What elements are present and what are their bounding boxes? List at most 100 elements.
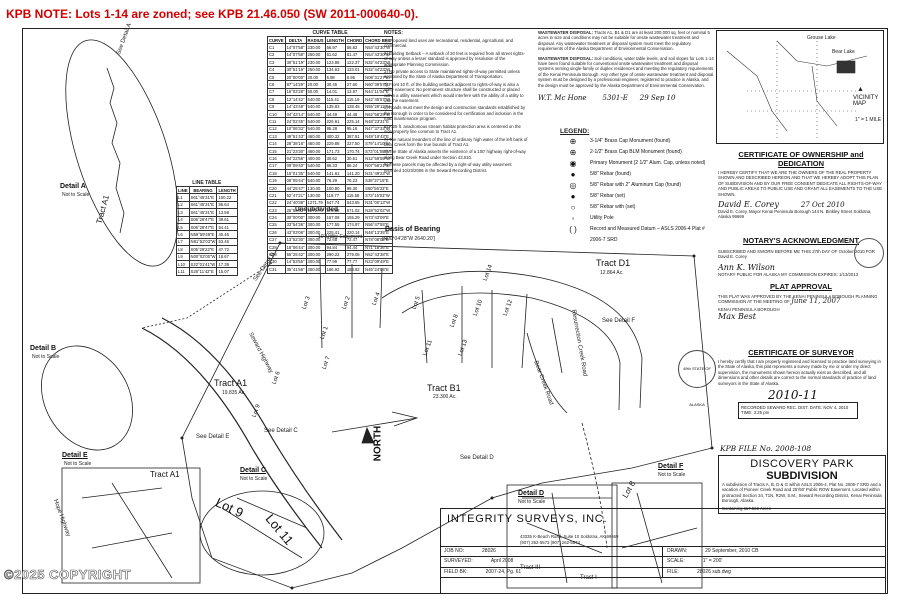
line-table-cell: S61°45'31"E <box>188 200 218 210</box>
curve-table-cell: 183.92 <box>344 265 365 274</box>
note-item: 9) These parcels may be affected by a ri… <box>384 162 512 173</box>
note-item: 2) Building Setback – A setback of 20 fe… <box>384 50 525 67</box>
curve-table-cell: 177.55 <box>324 220 346 230</box>
title-block: KPB FILE No. 2008-108 DISCOVERY PARK SUB… <box>718 444 886 515</box>
legend-item: ●5/8" Rebar (set) <box>560 191 710 202</box>
see-detail-e: See Detail E <box>196 434 230 440</box>
curve-table-cell: C25 <box>267 220 286 230</box>
line-table-cell: S61°45'31"E <box>188 193 218 202</box>
curve-table-cell: C31 <box>267 265 286 274</box>
curve-table-cell: 540.00 <box>305 102 326 111</box>
curve-table-cell: 44°25'47" <box>284 183 307 193</box>
curve-table-cell: 227.50 <box>344 139 365 148</box>
line-table-cell: 40.46 <box>216 230 238 239</box>
vicinity-scale: 1" = 1 MILE <box>855 117 882 123</box>
detail-e-sub: Not to Scale <box>64 461 92 467</box>
detail-f-title: Detail F <box>658 463 684 470</box>
curve-table-cell: C6 <box>267 80 286 89</box>
detail-e-title: Detail E <box>62 452 88 459</box>
curve-table-cell: 44.49 <box>324 109 346 119</box>
curve-table-cell: 49°51'43" <box>284 132 307 141</box>
curve-table-cell: 155.29 <box>344 213 365 222</box>
see-detail-f: See Detail F <box>602 318 636 324</box>
line-table-cell: 47.72 <box>216 245 238 254</box>
curve-table-cell: 130.00 <box>305 183 326 193</box>
curve-table-cell: C11 <box>267 117 286 126</box>
curve-table-cell: 50.00 <box>305 87 326 97</box>
curve-table-cell: 141.20 <box>344 169 365 178</box>
company-name: INTEGRITY SURVEYS, INC. <box>447 513 608 525</box>
line-table-header: BEARING <box>188 185 218 195</box>
curve-table-cell: C26 <box>267 228 286 237</box>
curve-table-cell: 540.00 <box>305 117 326 126</box>
curve-table-cell: C10 <box>267 109 286 119</box>
curve-table-header: DELTA <box>284 35 307 45</box>
legend-item: ⊕2-1/2" Brass Cap BLM Monument (found) <box>560 147 710 158</box>
curve-table-cell: 540.00 <box>305 95 326 104</box>
curve-table-cell: 300.00 <box>305 242 326 252</box>
curve-table-cell: 130.00 <box>305 191 326 200</box>
tract-a1-label: Tract A1 <box>214 378 248 388</box>
notary-block: NOTARY'S ACKNOWLEDGMENT SUBSCRIBED AND S… <box>718 236 884 277</box>
detail-c-title: Detail C <box>240 467 267 474</box>
curve-table-cell: 04°43'14" <box>284 109 307 119</box>
legend-symbol-icon: ◎ <box>569 180 577 190</box>
vicinity-place-2: Bear Lake <box>832 49 855 55</box>
line-table-cell: 53.46 <box>216 237 238 247</box>
detail-d-sub: Not to Scale <box>518 499 546 505</box>
curve-table-cell: 12°14'42" <box>284 95 307 104</box>
legend-item: ⊕3-1/4" Brass Cap Monument (found) <box>560 136 710 147</box>
wastewater-text: Tracts A1, B1 & D1 are at least 200,000 … <box>538 30 710 52</box>
line-table-cell: S06°28'47"E <box>188 222 218 232</box>
curve-table-cell: 230.00 <box>305 58 326 67</box>
curve-table-cell: 540.00 <box>305 161 326 171</box>
legend-symbol-icon: ○ <box>570 202 576 212</box>
curve-table-cell: 86.33 <box>324 161 346 171</box>
line-table-title: LINE TABLE <box>192 180 222 186</box>
line-table-cell: L1 <box>176 193 190 202</box>
creek-road <box>581 422 608 549</box>
surveyor-block: CERTIFICATE OF SURVEYOR I hereby certify… <box>678 348 884 419</box>
curve-table-cell: 87°14'29" <box>284 80 307 89</box>
wastewater-title-2: WASTEWATER DISPOSAL: <box>538 55 594 61</box>
curve-table-cell: 24°02'45" <box>284 117 307 126</box>
curve-table-cell: C13 <box>267 132 286 141</box>
job-field-key: JOB NO: <box>444 548 465 554</box>
detail-b-title: Detail B <box>30 345 57 352</box>
curve-table-cell: 13°52'30" <box>284 235 307 244</box>
curve-table-cell: 20.00 <box>305 80 326 89</box>
north-symbol: ▲ <box>857 86 864 93</box>
curve-table-cell: S38°37'15"E <box>363 176 393 185</box>
curve-table-cell: 30°51'19" <box>284 65 307 74</box>
legend-text: Record and Measured Datum – ASLS 2006-4 … <box>590 225 705 243</box>
line-table-cell: 39.61 <box>216 215 238 224</box>
curve-table-cell: C1 <box>267 43 286 52</box>
line-table-cell: S22°01'41"W <box>188 259 218 269</box>
curve-table-cell: 279.05 <box>344 250 365 259</box>
unsubdivided-label: Unsubdivided <box>295 206 338 213</box>
curve-table-cell: 225.14 <box>344 117 365 126</box>
line-table-cell: N59°59'49"E <box>188 230 218 239</box>
curve-table-cell: N73°43'09"E <box>363 213 393 222</box>
top-note-bar: KPB NOTE: Lots 1-14 are zoned; see KPB 2… <box>0 0 900 28</box>
notary-title: NOTARY'S ACKNOWLEDGMENT <box>742 236 860 245</box>
line-table-cell: L3 <box>176 208 190 217</box>
line-table-cell: N81°52'03"W <box>188 237 218 247</box>
curve-table-cell: C21 <box>267 191 286 200</box>
detail-c-sub: Not to Scale <box>240 476 268 482</box>
line-table-cell: L4 <box>176 215 190 224</box>
north-arrow-line <box>331 411 419 433</box>
subdivision-desc: A subdivision of Tracts A, B, D & G with… <box>722 482 882 504</box>
line-table-cell: S05°28'22"E <box>188 245 218 254</box>
engineer-signature: W.T. Mc Hone <box>538 94 587 103</box>
curve-table-cell: 138.83 <box>324 102 346 111</box>
curve-table-cell: 30.61 <box>344 154 365 163</box>
curve-table-cell: 290.22 <box>324 250 346 259</box>
